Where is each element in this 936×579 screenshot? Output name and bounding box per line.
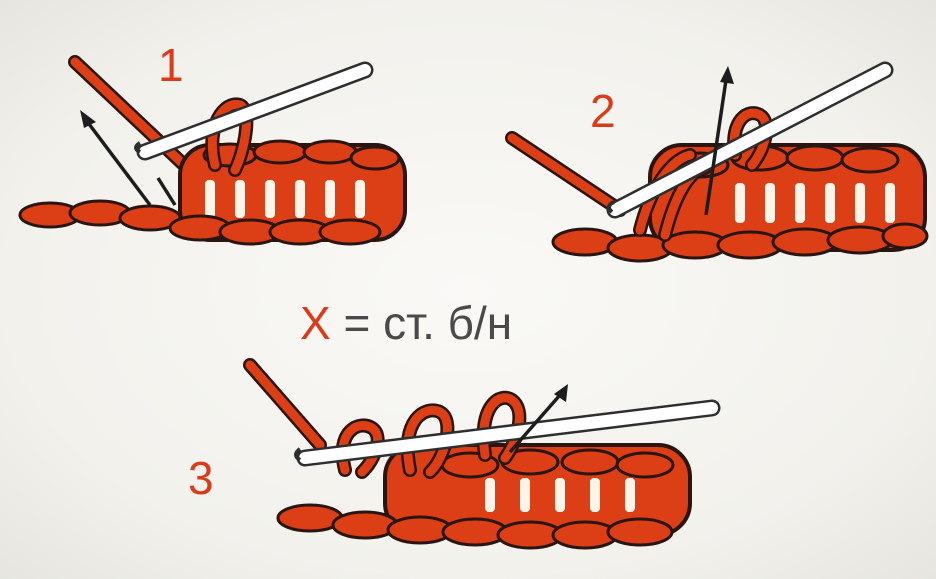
step-2-illustration bbox=[512, 66, 927, 261]
step-number-2: 2 bbox=[590, 88, 616, 134]
legend-symbol: X bbox=[300, 297, 331, 349]
stitch-legend: X = ст. б/н bbox=[300, 300, 512, 346]
step-1-illustration bbox=[20, 62, 405, 244]
legend-text: = ст. б/н bbox=[331, 297, 512, 349]
step-number-1: 1 bbox=[158, 42, 184, 88]
step-3-illustration bbox=[250, 365, 712, 548]
step-number-3: 3 bbox=[188, 455, 214, 501]
